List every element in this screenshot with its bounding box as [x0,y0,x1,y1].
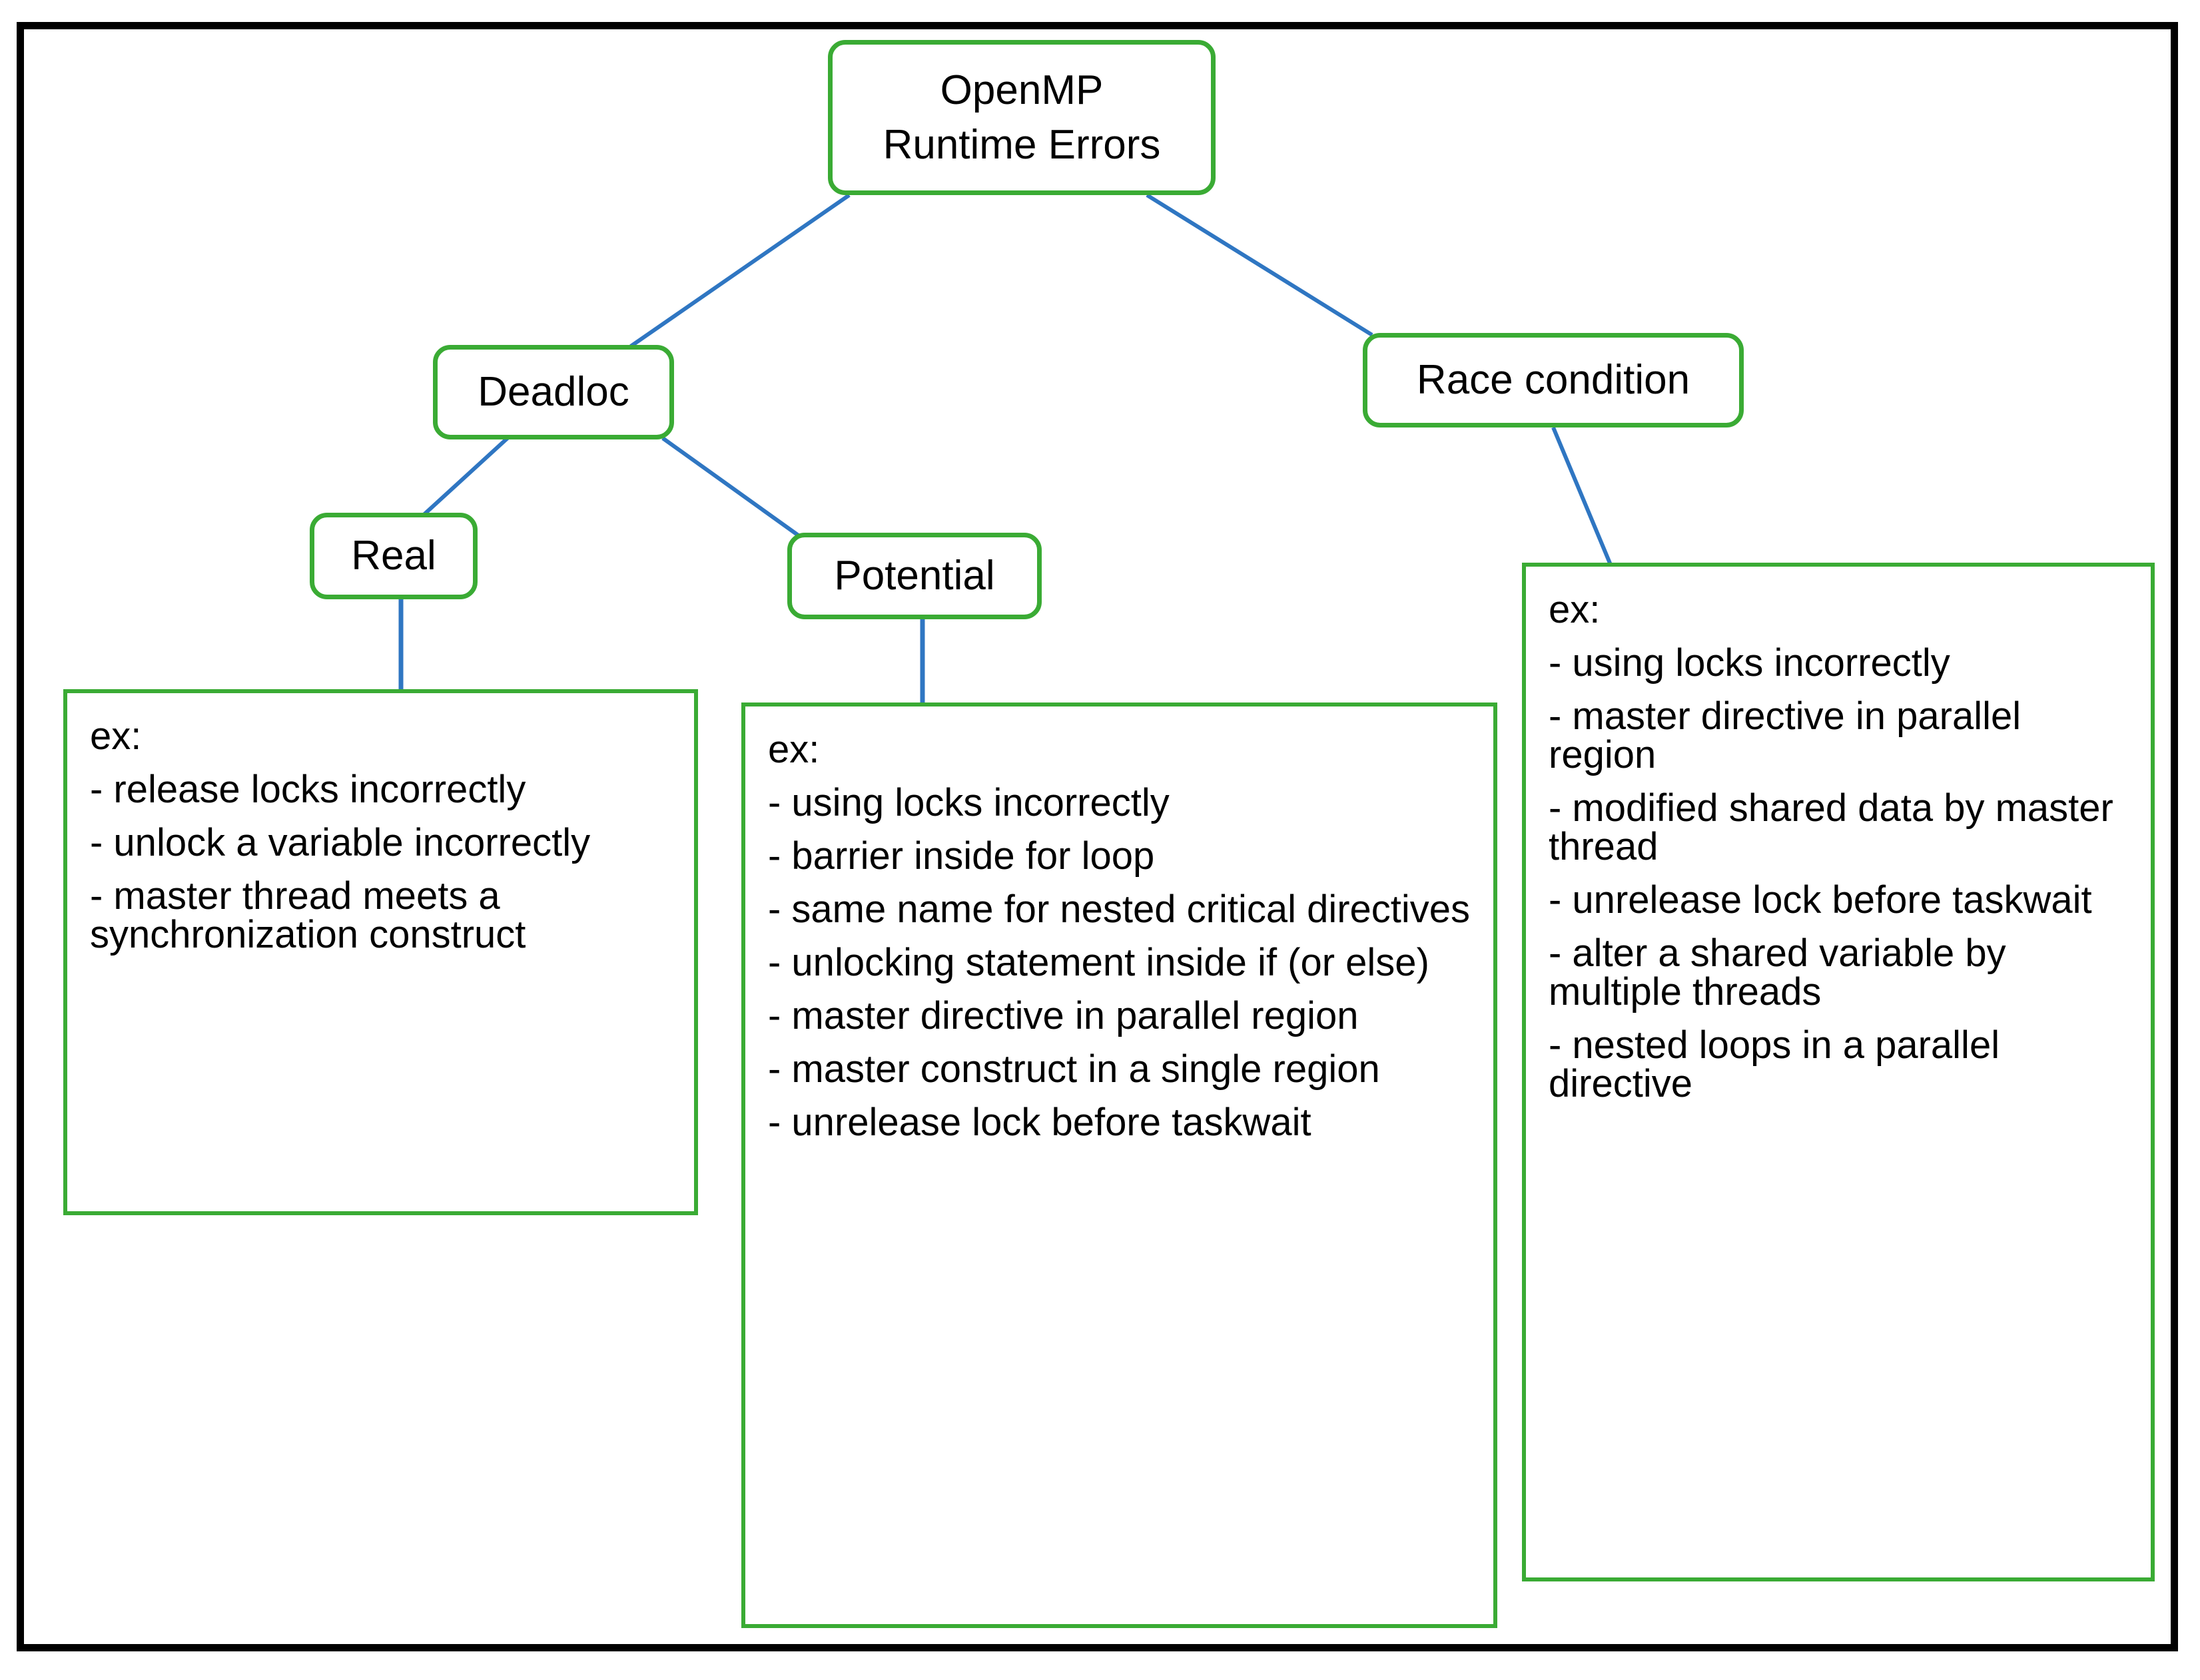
example-item: - barrier inside for loop [768,834,1155,878]
node-openmp-runtime-errors[interactable]: OpenMP Runtime Errors [828,40,1216,195]
node-deadloc-label: Deadloc [478,369,629,416]
node-root-label: OpenMP Runtime Errors [883,63,1161,172]
node-potential[interactable]: Potential [787,533,1042,619]
example-heading: ex: [768,728,820,771]
node-root-line2: Runtime Errors [883,121,1161,168]
example-item: - unrelease lock before taskwait [768,1101,1311,1144]
example-item: - unlock a variable incorrectly [90,821,591,864]
example-item: - master thread meets a synchronization … [90,874,526,956]
example-item: - master directive in parallel region [768,994,1359,1037]
example-item: - using locks incorrectly [1549,641,1950,685]
example-item: - same name for nested critical directiv… [768,888,1471,931]
node-real[interactable]: Real [310,513,478,599]
node-root-line1: OpenMP [940,67,1104,113]
example-item: - unlocking statement inside if (or else… [768,941,1429,984]
example-box-race-condition: ex: - using locks incorrectly - master d… [1522,563,2155,1581]
example-item: - release locks incorrectly [90,768,526,811]
example-item: - unrelease lock before taskwait [1549,878,2092,922]
example-box-real: ex: - release locks incorrectly - unlock… [63,689,698,1215]
node-deadloc[interactable]: Deadloc [433,345,674,439]
example-item: - alter a shared variable by multiple th… [1549,932,2006,1013]
example-item: - modified shared data by master thread [1549,786,2113,868]
example-item: - master directive in parallel region [1549,695,2021,776]
example-heading: ex: [1549,588,1601,631]
node-race-condition-label: Race condition [1416,357,1690,404]
node-race-condition[interactable]: Race condition [1363,333,1744,427]
example-heading: ex: [90,714,142,758]
node-potential-label: Potential [834,553,995,599]
node-real-label: Real [351,533,436,579]
example-item: - using locks incorrectly [768,781,1170,824]
example-item: - master construct in a single region [768,1047,1380,1091]
example-box-potential: ex: - using locks incorrectly - barrier … [741,702,1497,1628]
outer-frame [17,22,2178,1651]
example-item: - nested loops in a parallel directive [1549,1023,2000,1105]
